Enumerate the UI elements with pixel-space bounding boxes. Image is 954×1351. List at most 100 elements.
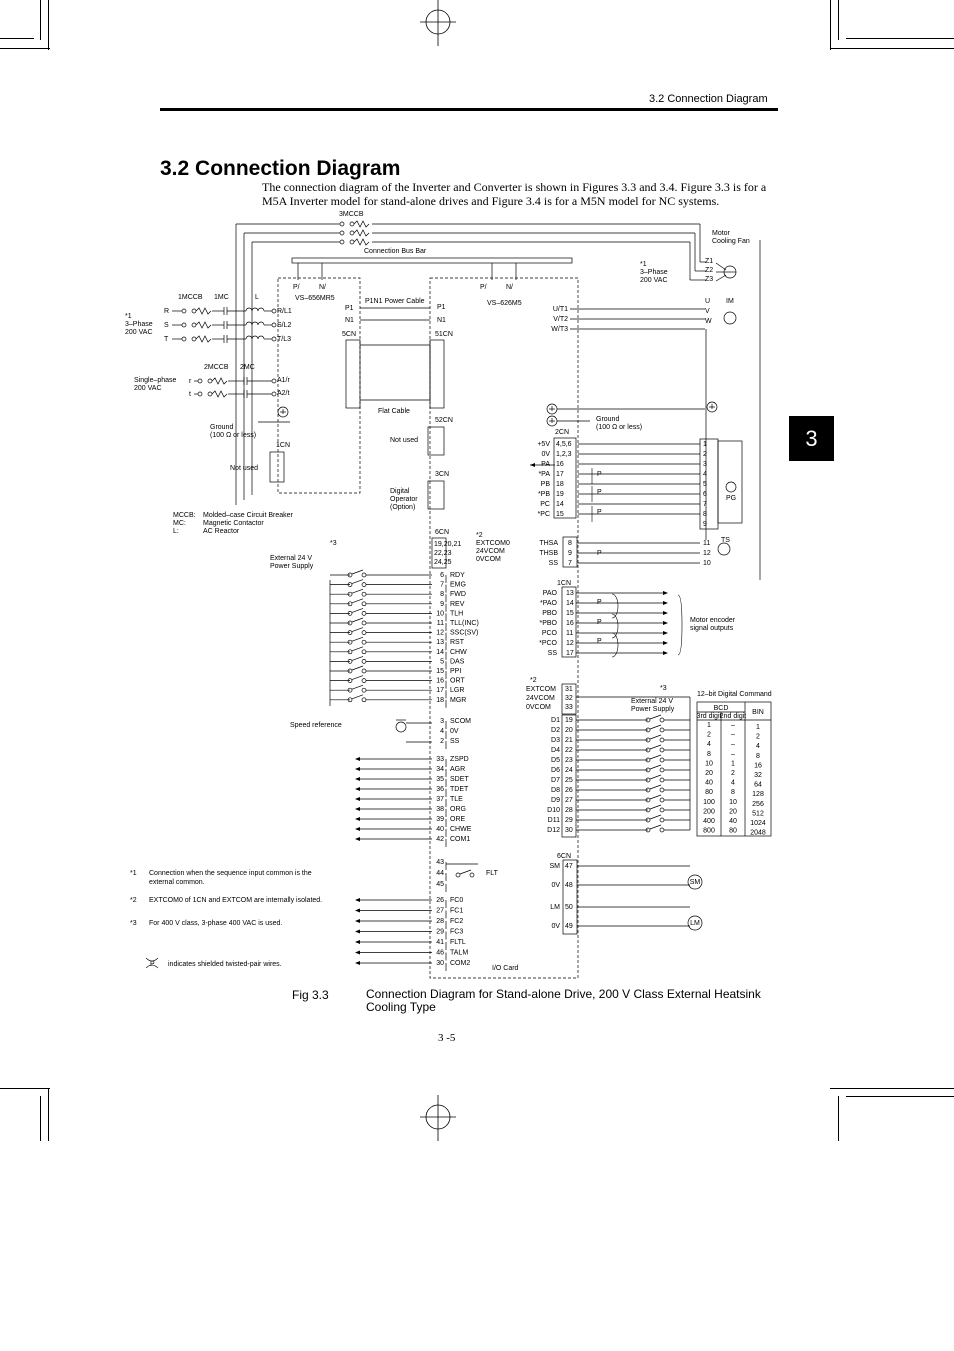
thermo-pin: 8: [568, 540, 572, 547]
switch-blade: [649, 824, 662, 830]
6cn-input-pin: 6: [440, 572, 444, 579]
fan-note: 200 VAC: [640, 277, 668, 284]
fc-signal: FC2: [450, 918, 463, 925]
pg-terminal-block: [699, 438, 719, 530]
output-arrow: [355, 837, 360, 841]
switch-blade: [649, 764, 662, 770]
ext24-left-label: External 24 V: [270, 555, 312, 562]
6cn-common-pin: 22,23: [434, 550, 452, 557]
arrow: [663, 601, 668, 605]
flat-cable-label: Flat Cable: [378, 408, 410, 415]
2cn-signal: +5V: [537, 441, 550, 448]
breaker-symbol: [195, 321, 212, 329]
switch-contact: [645, 767, 651, 773]
arrow: [663, 621, 668, 625]
6cn-output-pin: 38: [436, 806, 444, 813]
command-table-cell: 200: [703, 808, 715, 815]
1cn-signal: *PBO: [539, 620, 557, 627]
speed-pot-icon: [395, 721, 407, 733]
3mccb-label: 3MCCB: [339, 211, 364, 218]
1cn-common-block: [561, 683, 577, 715]
converter-5cn: 5CN: [342, 331, 356, 338]
command-table-cell: 2048: [750, 830, 766, 837]
converter-input-terminal: T/L3: [277, 336, 291, 343]
switch-contact: [659, 827, 665, 833]
digital-command-signal: D8: [551, 787, 560, 794]
breaker-symbol: [353, 220, 370, 228]
ext24-left-label: Power Supply: [270, 563, 314, 570]
motor-icon: [723, 311, 737, 325]
command-table-cell: 4: [707, 741, 711, 748]
1mc-label: 1MC: [214, 294, 229, 301]
digital-command-pin: 23: [565, 757, 573, 764]
converter-input-terminal: R/L1: [277, 308, 292, 315]
6cn-label: 6CN: [435, 529, 449, 536]
d-pin-block: [561, 714, 577, 838]
switch-contact: [347, 697, 353, 703]
switch-contact: [347, 639, 353, 645]
speed-pin: 4: [440, 728, 444, 735]
reactor-coil: [245, 335, 265, 340]
connector-3cn: [427, 480, 445, 510]
breaker-contact: [181, 322, 187, 328]
digital-operator-label: Operator: [390, 496, 418, 503]
inverter-output-terminal: W/T3: [551, 326, 568, 333]
breaker-contact: [191, 308, 197, 314]
meter-icon: [687, 915, 703, 931]
thermo-terminal: 12: [703, 550, 711, 557]
command-table-cell: 128: [752, 791, 764, 798]
output-arrow: [355, 817, 360, 821]
fan-note: 3–Phase: [640, 269, 668, 276]
command-table-title: 12–bit Digital Command: [697, 691, 772, 698]
6cn-output-pin: 40: [436, 826, 444, 833]
converter-input-terminal: S/L2: [277, 322, 292, 329]
twisted-pair-mark: P: [597, 638, 602, 645]
switch-contact: [361, 572, 367, 578]
speed-reference-label: Speed reference: [290, 722, 342, 729]
command-table-cell: 2: [756, 734, 760, 741]
1cn-common-signal: 0VCOM: [526, 704, 551, 711]
breaker-contact: [349, 239, 355, 245]
command-table-subheader: 2nd digit: [720, 713, 747, 720]
6cn-input-pin: 14: [436, 649, 444, 656]
6cn-input-signal: RDY: [450, 572, 465, 579]
flt-pin: 44: [436, 870, 444, 877]
switch-contact: [469, 872, 475, 878]
switch-blade: [649, 784, 662, 790]
legend-key: L:: [173, 528, 179, 535]
command-table-cell: 8: [731, 789, 735, 796]
breaker-contact: [197, 391, 203, 397]
command-table-cell: 64: [754, 782, 762, 789]
flt-pin: 45: [436, 881, 444, 888]
6cn-input-signal: TLL(INC): [450, 620, 479, 627]
bus-bar-label: Connection Bus Bar: [364, 248, 427, 255]
ext24-right-label: Power Supply: [631, 706, 675, 713]
twisted-pair-mark: P: [597, 619, 602, 626]
6cn-input-signal: LGR: [450, 687, 464, 694]
digital-command-signal: D11: [548, 817, 560, 824]
fc-signal: FC1: [450, 908, 463, 915]
ground-label: Ground: [210, 424, 233, 431]
switch-blade: [649, 744, 662, 750]
6cn-common-note: EXTCOM0: [476, 540, 510, 547]
command-table-cell: 32: [754, 772, 762, 779]
1cn-signal: SS: [548, 650, 558, 657]
thermo-block: [562, 536, 578, 568]
fc-pin: 28: [436, 918, 444, 925]
digital-command-pin: 28: [565, 807, 573, 814]
switch-contact: [347, 620, 353, 626]
thermo-pin: 7: [568, 560, 572, 567]
phase-label: R: [164, 308, 169, 315]
output-arrow: [355, 757, 360, 761]
pg-terminal: 3: [703, 461, 707, 468]
fc-signal: FLTL: [450, 939, 466, 946]
switch-blade: [649, 774, 662, 780]
note-marker: *3: [130, 920, 137, 927]
inverter-n-label: N/: [506, 284, 513, 291]
note-text: For 400 V class, 3-phase 400 VAC is used…: [149, 920, 282, 927]
command-table-cell: –: [731, 741, 735, 748]
1cn-pin: 11: [566, 630, 573, 637]
switch-blade: [351, 598, 364, 604]
registration-mark: [420, 1095, 456, 1141]
